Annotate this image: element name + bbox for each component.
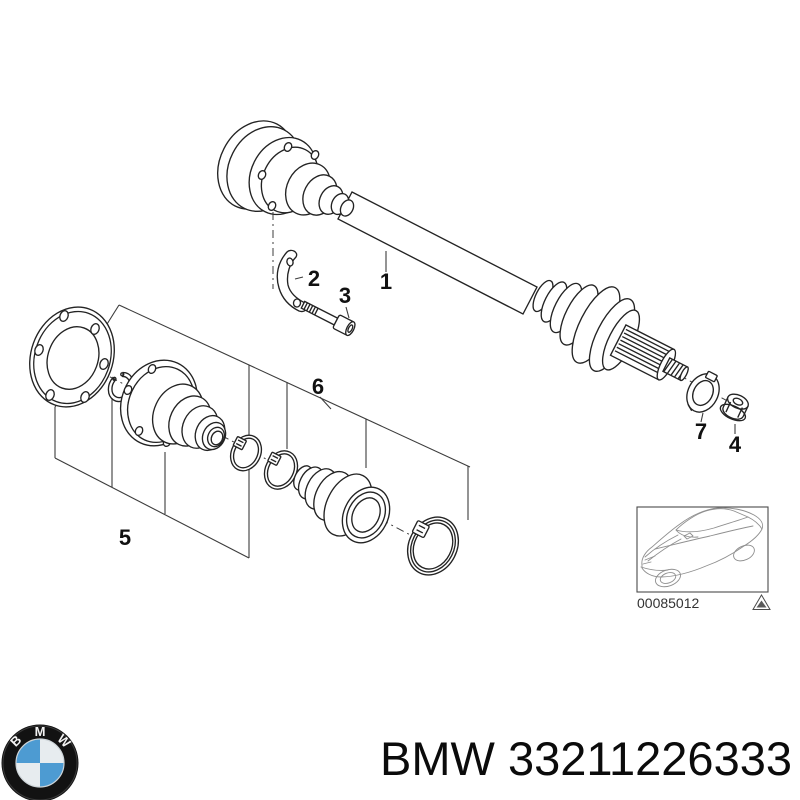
bmw-roundel-logo: B M W: [1, 724, 79, 800]
part-label-4[interactable]: 4: [729, 432, 742, 457]
image-code: 00085012: [637, 595, 700, 611]
label-leaders: [294, 251, 736, 434]
shaft-end-axis: [657, 363, 738, 407]
cv-boot: [293, 465, 391, 544]
collar-nut: [719, 393, 749, 422]
vehicle-thumbnail[interactable]: 00085012: [636, 506, 771, 611]
part-label-6[interactable]: 6: [312, 374, 324, 399]
part-number-caption: BMW 33211226333: [380, 732, 792, 785]
bolt: [300, 300, 356, 337]
retaining-bracket: [276, 249, 308, 313]
vehicle-outline: [640, 507, 764, 588]
part-label-2[interactable]: 2: [308, 266, 320, 291]
splined-shaft-end: [609, 324, 689, 382]
roundel-letter-m: M: [35, 724, 46, 739]
group-boxes: [54, 304, 471, 559]
part-label-5[interactable]: 5: [119, 525, 131, 550]
boot-clamp-large: [406, 516, 460, 576]
part-label-3[interactable]: 3: [339, 283, 351, 308]
inner-cv-joint-bell: [119, 359, 227, 452]
drive-shaft: [337, 191, 538, 315]
boot-clamp-small-2: [263, 450, 299, 490]
part-label-7[interactable]: 7: [695, 419, 707, 444]
outer-cv-joint: [217, 120, 355, 217]
output-flange: [29, 306, 115, 408]
boot-clamp-small-1: [229, 434, 263, 472]
lock-collar: [686, 370, 720, 413]
triangle-marker-icon: [752, 594, 771, 610]
part-label-1[interactable]: 1: [380, 269, 392, 294]
